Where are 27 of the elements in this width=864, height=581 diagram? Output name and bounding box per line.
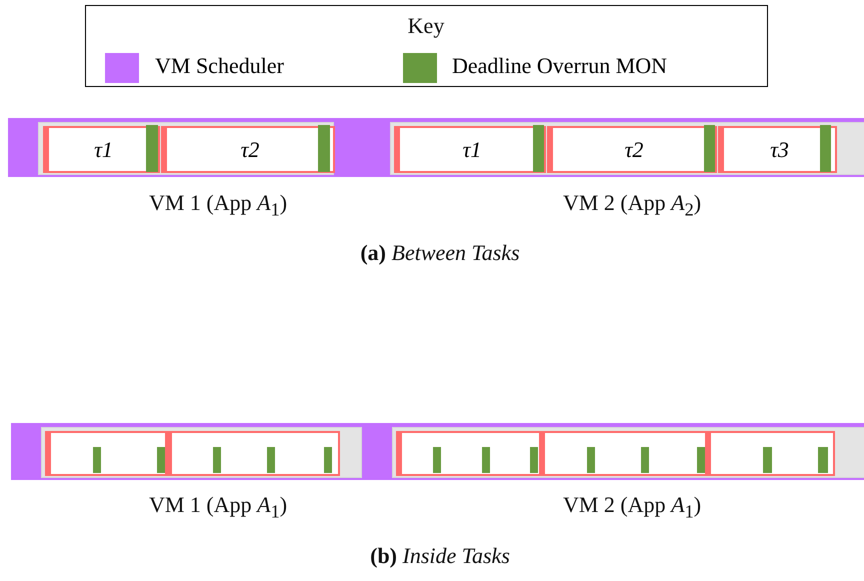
task-label: τ2 [240,136,260,162]
subfigure-caption: (b) Inside Tasks [370,543,510,569]
vm-time-slot [41,427,362,478]
task-label: τ2 [624,136,644,162]
vm-time-slot [38,122,334,175]
task-block [161,126,335,173]
task-block [539,431,707,476]
vm-time-slot [390,122,864,175]
vm-label: VM 1 (App A$_{1}$) [148,492,288,522]
legend-label: VM Scheduler [155,53,284,79]
vm-time-slot [392,427,864,478]
subfigure-caption: (a) Between Tasks [360,240,520,266]
vm-label: VM 2 (App A$_{2}$) [562,190,702,220]
legend-title: Key [408,13,444,39]
task-block [43,126,160,173]
task-label: τ3 [770,136,789,162]
task-block [547,126,717,173]
task-block [45,431,167,476]
task-block [718,126,837,173]
vm-label: VM 1 (App A$_{1}$) [148,190,288,220]
legend-label: Deadline Overrun MON [452,53,668,79]
task-block [394,126,546,173]
task-label: τ1 [462,136,482,162]
vm-label: VM 2 (App A$_{1}$) [562,492,702,522]
task-block [166,431,340,476]
task-label: τ1 [94,136,113,162]
task-block [705,431,835,476]
